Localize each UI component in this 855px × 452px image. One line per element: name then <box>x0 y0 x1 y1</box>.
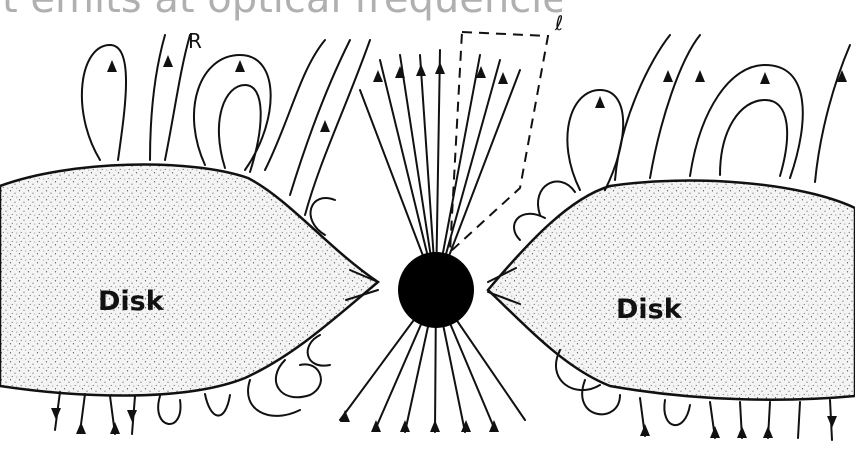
radial-field-lines <box>340 50 525 432</box>
right-disk-label: Disk <box>616 294 683 325</box>
right-disk <box>488 181 855 400</box>
central-black-hole <box>398 252 474 328</box>
left-disk-label: Disk <box>98 286 165 317</box>
top-left-marker-label: R <box>188 29 202 53</box>
top-right-marker-label: ℓ <box>554 11 563 35</box>
